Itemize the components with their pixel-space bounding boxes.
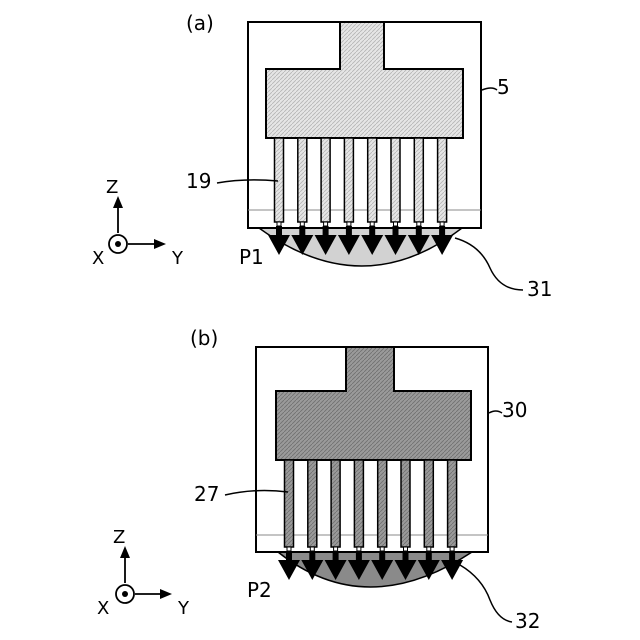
z-axis-label: Z xyxy=(113,527,125,548)
nozzle-outlet xyxy=(417,222,421,226)
ejection-arrow-shaft xyxy=(346,226,352,236)
nozzle-channel xyxy=(391,138,400,222)
nozzle-outlet xyxy=(310,547,314,551)
down-arrow-icon xyxy=(278,560,300,580)
nozzle-outlet xyxy=(334,547,338,551)
ejection-arrow-shaft xyxy=(426,551,432,561)
ejection-arrow-shaft xyxy=(416,226,422,236)
ejection-arrow-shaft xyxy=(369,226,375,236)
y-axis-label: Y xyxy=(171,248,184,269)
nozzle-channel xyxy=(378,460,387,547)
nozzle-channel xyxy=(368,138,377,222)
x-axis-label: X xyxy=(97,598,109,619)
panel-b-head-leader xyxy=(489,411,502,413)
panel-b-label: (b) xyxy=(190,326,218,350)
nozzle-channel xyxy=(424,460,433,547)
nozzle-channel xyxy=(285,460,294,547)
nozzle-channel xyxy=(448,460,457,547)
x-axis-label: X xyxy=(92,248,104,269)
nozzle-channel xyxy=(321,138,330,222)
down-arrow-icon xyxy=(441,560,463,580)
ejection-arrow-shaft xyxy=(439,226,445,236)
panel-a-head-leader xyxy=(482,88,497,90)
panel-b-droplet-leader xyxy=(460,565,512,622)
z-axis-label: Z xyxy=(106,177,118,198)
panel-a-nozzle-ref: 19 xyxy=(186,169,211,193)
nozzle-channel xyxy=(275,138,284,222)
nozzle-outlet xyxy=(404,547,408,551)
axes-b: Z X Y xyxy=(97,527,190,619)
ejection-arrow-shaft xyxy=(276,226,282,236)
nozzle-channel xyxy=(438,138,447,222)
nozzle-channel xyxy=(331,460,340,547)
ejection-arrow-shaft xyxy=(309,551,315,561)
nozzle-channel xyxy=(298,138,307,222)
panel-b: (b) 30 27 P2 32 xyxy=(190,326,540,633)
nozzle-outlet xyxy=(394,222,398,226)
nozzle-channel xyxy=(308,460,317,547)
ejection-arrow-shaft xyxy=(333,551,339,561)
y-arrowhead-icon xyxy=(160,589,172,599)
ejection-arrow-shaft xyxy=(403,551,409,561)
panel-a-pressure-label: P1 xyxy=(239,245,264,269)
y-arrowhead-icon xyxy=(154,239,166,249)
ejection-arrow-shaft xyxy=(449,551,455,561)
nozzle-channel xyxy=(414,138,423,222)
panel-a-droplet xyxy=(259,228,462,266)
ejection-arrow-shaft xyxy=(323,226,329,236)
nozzle-outlet xyxy=(287,547,291,551)
panel-b-droplet-ref: 32 xyxy=(515,609,540,633)
nozzle-outlet xyxy=(450,547,454,551)
nozzle-outlet xyxy=(427,547,431,551)
nozzle-outlet xyxy=(347,222,351,226)
ejection-arrow-shaft xyxy=(379,551,385,561)
ejection-arrow-shaft xyxy=(393,226,399,236)
y-axis-label: Y xyxy=(177,598,190,619)
panel-a-droplet-ref: 31 xyxy=(527,277,552,301)
ejection-arrow-shaft xyxy=(286,551,292,561)
nozzle-outlet xyxy=(300,222,304,226)
nozzle-channel xyxy=(354,460,363,547)
panel-a-label: (a) xyxy=(186,11,214,35)
nozzle-outlet xyxy=(357,547,361,551)
panel-a: (a) 5 19 P1 31 xyxy=(186,11,552,301)
panel-b-head-ref: 30 xyxy=(502,398,527,422)
panel-b-nozzle-ref: 27 xyxy=(194,482,219,506)
nozzle-outlet xyxy=(370,222,374,226)
ejection-arrow-shaft xyxy=(356,551,362,561)
nozzle-outlet xyxy=(324,222,328,226)
panel-a-droplet-leader xyxy=(455,238,523,290)
panel-a-head-ref: 5 xyxy=(497,75,510,99)
axes-a: Z X Y xyxy=(92,177,184,269)
nozzle-channel xyxy=(344,138,353,222)
nozzle-outlet xyxy=(440,222,444,226)
ejection-arrow-shaft xyxy=(299,226,305,236)
nozzle-outlet xyxy=(277,222,281,226)
nozzle-outlet xyxy=(380,547,384,551)
panel-b-pressure-label: P2 xyxy=(247,578,272,602)
nozzle-channel xyxy=(401,460,410,547)
